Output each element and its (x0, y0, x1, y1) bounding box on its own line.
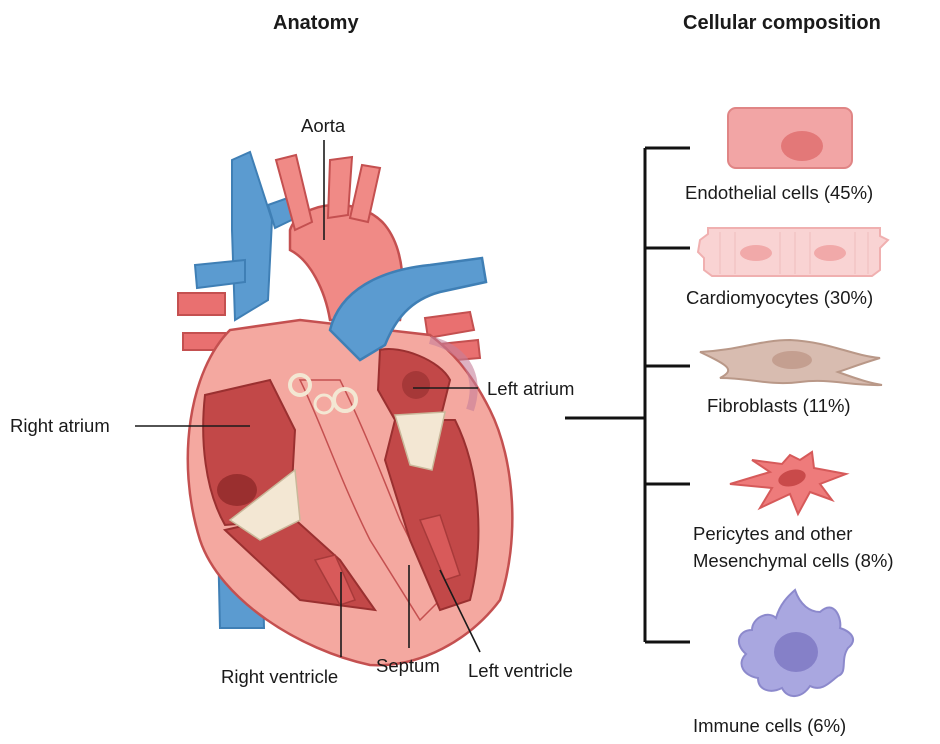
cardiomyocytes-label: Cardiomyocytes (30%) (686, 287, 873, 309)
endothelial-cell-icon (728, 108, 852, 168)
superior-vena-cava (232, 152, 272, 320)
pericytes-label-line2: Mesenchymal cells (8%) (693, 550, 893, 572)
pericyte-icon (730, 452, 846, 514)
right-atrium-label: Right atrium (10, 415, 110, 437)
heart-illustration (178, 152, 512, 665)
immune-cells-label: Immune cells (6%) (693, 715, 846, 737)
composition-bracket (565, 148, 690, 642)
endothelial-cells-label: Endothelial cells (45%) (685, 182, 873, 204)
cardiomyocyte-icon (698, 228, 888, 276)
right-ventricle-label: Right ventricle (221, 666, 338, 688)
fibroblasts-label: Fibroblasts (11%) (707, 395, 851, 417)
immune-cell-icon (739, 590, 853, 696)
left-atrium-label: Left atrium (487, 378, 574, 400)
left-ventricle-label: Left ventricle (468, 660, 573, 682)
pericytes-label-line1: Pericytes and other (693, 523, 852, 545)
fibroblast-icon (700, 340, 882, 385)
aorta-label: Aorta (301, 115, 345, 137)
septum-label: Septum (376, 655, 440, 677)
